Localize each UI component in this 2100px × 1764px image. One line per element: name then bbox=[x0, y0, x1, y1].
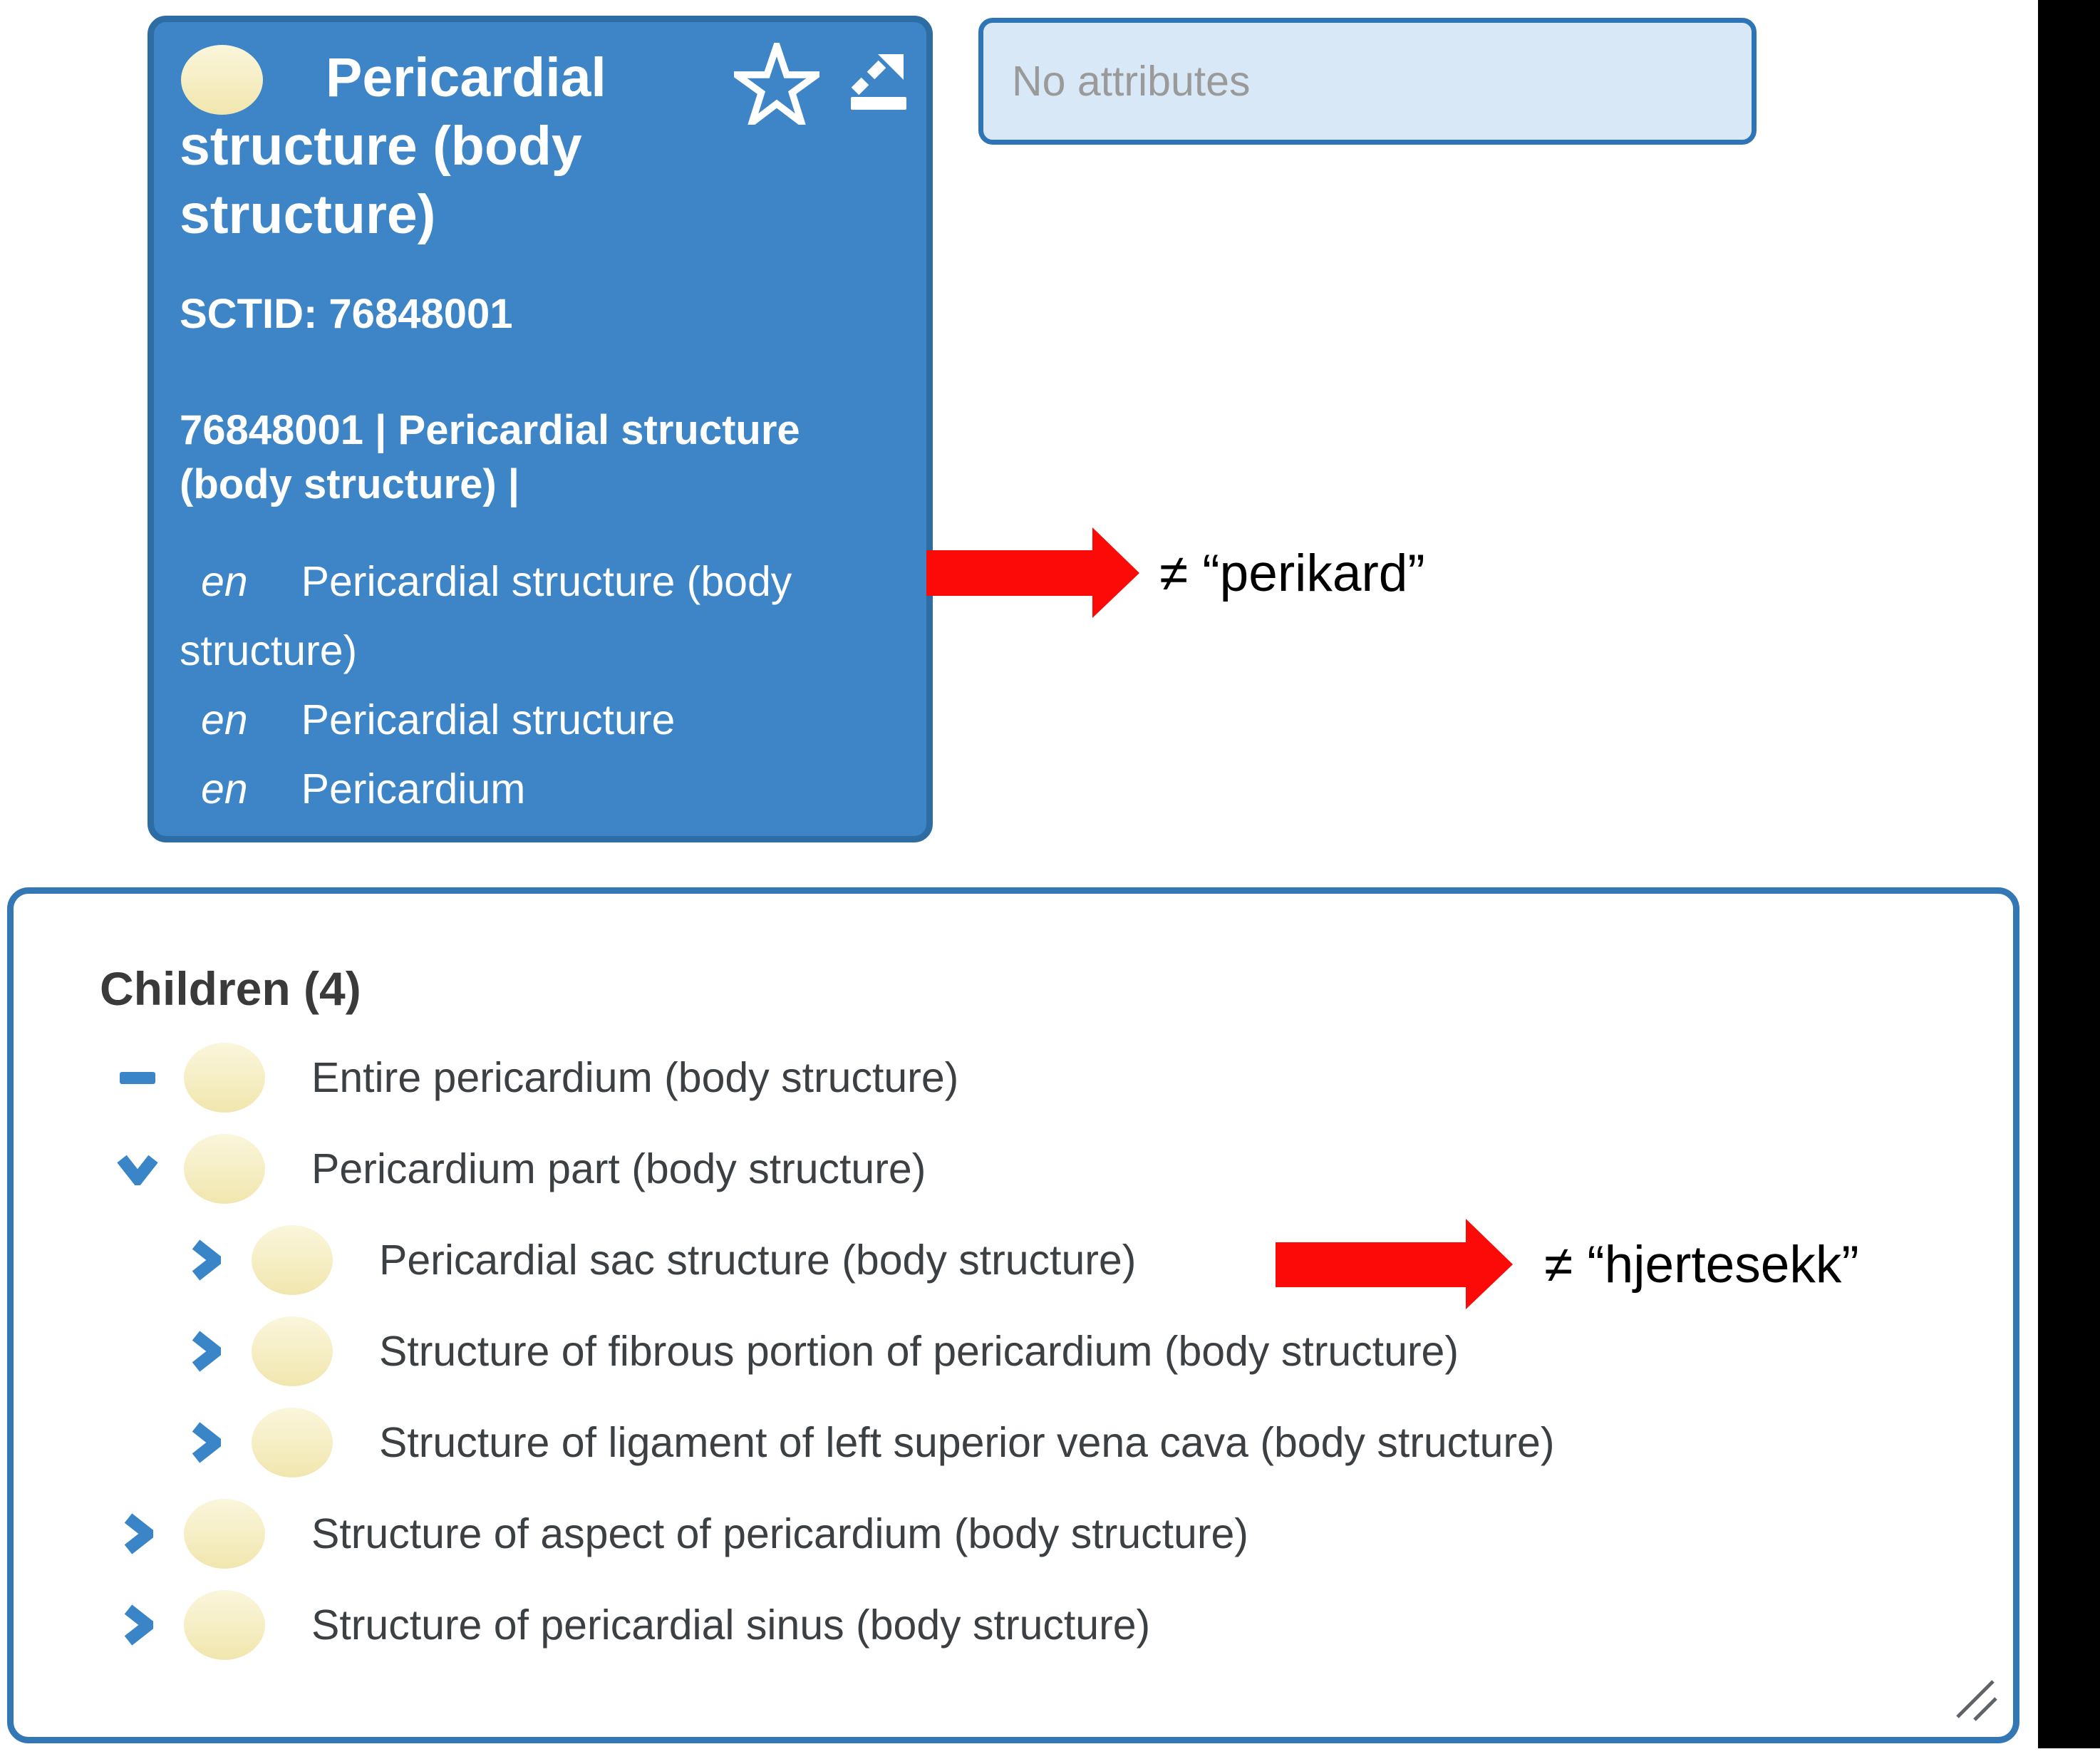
description-row: en Pericardium bbox=[180, 755, 916, 824]
description-lang: en bbox=[201, 696, 248, 743]
annotation-hjertesekk: ≠ “hjertesekk” bbox=[1544, 1236, 1859, 1294]
chevron-down-icon[interactable] bbox=[115, 1152, 160, 1185]
tree-item-label[interactable]: Structure of pericardial sinus (body str… bbox=[311, 1601, 1151, 1649]
chevron-right-icon[interactable] bbox=[190, 1238, 221, 1282]
description-row: en Pericardial structure bbox=[180, 686, 916, 755]
tree-toggle[interactable] bbox=[115, 1603, 160, 1647]
concept-icon bbox=[252, 1225, 333, 1295]
concept-icon bbox=[184, 1590, 265, 1660]
export-icon[interactable] bbox=[845, 54, 914, 111]
red-arrow-hjertesekk bbox=[1276, 1219, 1513, 1309]
tree-item: Structure of ligament of left superior v… bbox=[14, 1397, 2013, 1488]
concept-card: Pericardial structure (body structure) S… bbox=[148, 16, 933, 842]
tree-toggle[interactable] bbox=[183, 1420, 227, 1465]
red-arrow-perikard bbox=[926, 527, 1139, 618]
attributes-placeholder: No attributes bbox=[1012, 58, 1251, 105]
tree-item-label[interactable]: Entire pericardium (body structure) bbox=[311, 1054, 959, 1101]
concept-icon bbox=[252, 1408, 333, 1477]
children-heading: Children (4) bbox=[100, 962, 361, 1015]
tree-item: Structure of pericardial sinus (body str… bbox=[14, 1579, 2013, 1671]
minus-icon[interactable] bbox=[120, 1071, 155, 1084]
tree-item: Entire pericardium (body structure) bbox=[14, 1032, 2013, 1123]
tree-item-label[interactable]: Pericardium part (body structure) bbox=[311, 1145, 926, 1192]
tree-toggle[interactable] bbox=[115, 1512, 160, 1556]
tree-item-label[interactable]: Structure of aspect of pericardium (body… bbox=[311, 1510, 1248, 1557]
tree-item: Structure of aspect of pericardium (body… bbox=[14, 1488, 2013, 1579]
sctid-line: SCTID: 76848001 bbox=[180, 291, 513, 337]
concept-title: Pericardial structure (body structure) bbox=[180, 47, 606, 245]
fsn-line: 76848001 | Pericardial structure (body s… bbox=[180, 407, 800, 507]
chevron-right-icon[interactable] bbox=[122, 1512, 153, 1556]
tree-item-label[interactable]: Structure of ligament of left superior v… bbox=[379, 1419, 1555, 1466]
tree-item-label[interactable]: Structure of fibrous portion of pericard… bbox=[379, 1328, 1459, 1375]
tree-item: Pericardial sac structure (body structur… bbox=[14, 1214, 2013, 1306]
chevron-right-icon[interactable] bbox=[190, 1329, 221, 1373]
concept-icon bbox=[184, 1134, 265, 1204]
concept-icon bbox=[184, 1499, 265, 1569]
tree-toggle[interactable] bbox=[115, 1147, 160, 1191]
tree-item: Structure of fibrous portion of pericard… bbox=[14, 1306, 2013, 1397]
tree-item-label[interactable]: Pericardial sac structure (body structur… bbox=[379, 1237, 1137, 1284]
concept-icon bbox=[181, 45, 263, 115]
favorite-star-icon[interactable] bbox=[734, 43, 819, 125]
attributes-box[interactable]: No attributes bbox=[978, 18, 1757, 145]
children-tree: Entire pericardium (body structure) Peri… bbox=[14, 1032, 2013, 1671]
description-term: Pericardial structure bbox=[301, 696, 676, 743]
children-panel: Children (4) Entire pericardium (body st… bbox=[7, 887, 2019, 1743]
annotation-perikard: ≠ “perikard” bbox=[1159, 545, 1425, 602]
description-lang: en bbox=[201, 765, 248, 813]
tree-item: Pericardium part (body structure) bbox=[14, 1123, 2013, 1214]
resize-handle[interactable] bbox=[1950, 1674, 2000, 1724]
description-lang: en bbox=[201, 558, 248, 605]
chevron-right-icon[interactable] bbox=[122, 1603, 153, 1647]
tree-toggle[interactable] bbox=[115, 1056, 160, 1100]
description-term: Pericardial structure (body structure) bbox=[180, 558, 792, 674]
description-term: Pericardium bbox=[301, 765, 526, 813]
chevron-right-icon[interactable] bbox=[190, 1420, 221, 1465]
concept-icon bbox=[184, 1043, 265, 1113]
black-strip bbox=[2038, 0, 2100, 1748]
tree-toggle[interactable] bbox=[183, 1329, 227, 1373]
tree-toggle[interactable] bbox=[183, 1238, 227, 1282]
concept-icon bbox=[252, 1316, 333, 1386]
